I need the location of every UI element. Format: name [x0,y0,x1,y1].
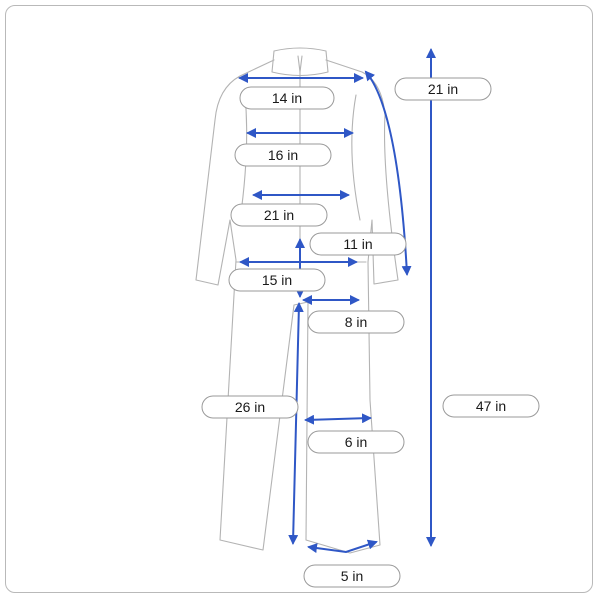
knee-arrow [304,413,372,425]
label-total-length: 47 in [442,394,540,418]
label-leg-opening-text: 5 in [341,568,364,584]
label-chest-text: 16 in [268,147,298,163]
label-shoulder-text: 14 in [272,90,302,106]
label-chest: 16 in [234,143,332,167]
label-inseam: 26 in [201,395,299,419]
jumpsuit-outline [195,47,399,554]
label-thigh-text: 8 in [345,314,368,330]
label-shoulder: 14 in [239,86,335,110]
label-sleeve: 21 in [394,77,492,101]
label-thigh: 8 in [307,310,405,334]
label-leg-opening: 5 in [303,564,401,588]
label-waist-text: 21 in [264,207,294,223]
sleeve-arrow [364,70,412,276]
inseam-arrow [288,302,304,545]
label-hip: 15 in [228,268,326,292]
label-total-length-text: 47 in [476,398,506,414]
placket [297,55,303,73]
label-rise: 11 in [309,232,407,256]
diagram-frame [5,5,593,593]
label-rise-text: 11 in [343,236,372,252]
label-sleeve-text: 21 in [428,81,458,97]
label-knee-text: 6 in [345,434,368,450]
leg-opening-arrow [307,539,378,554]
label-hip-text: 15 in [262,272,292,288]
right-armhole [351,94,361,221]
label-waist: 21 in [230,203,328,227]
dimension-arrows [238,48,436,554]
label-inseam-text: 26 in [235,399,265,415]
label-knee: 6 in [307,430,405,454]
